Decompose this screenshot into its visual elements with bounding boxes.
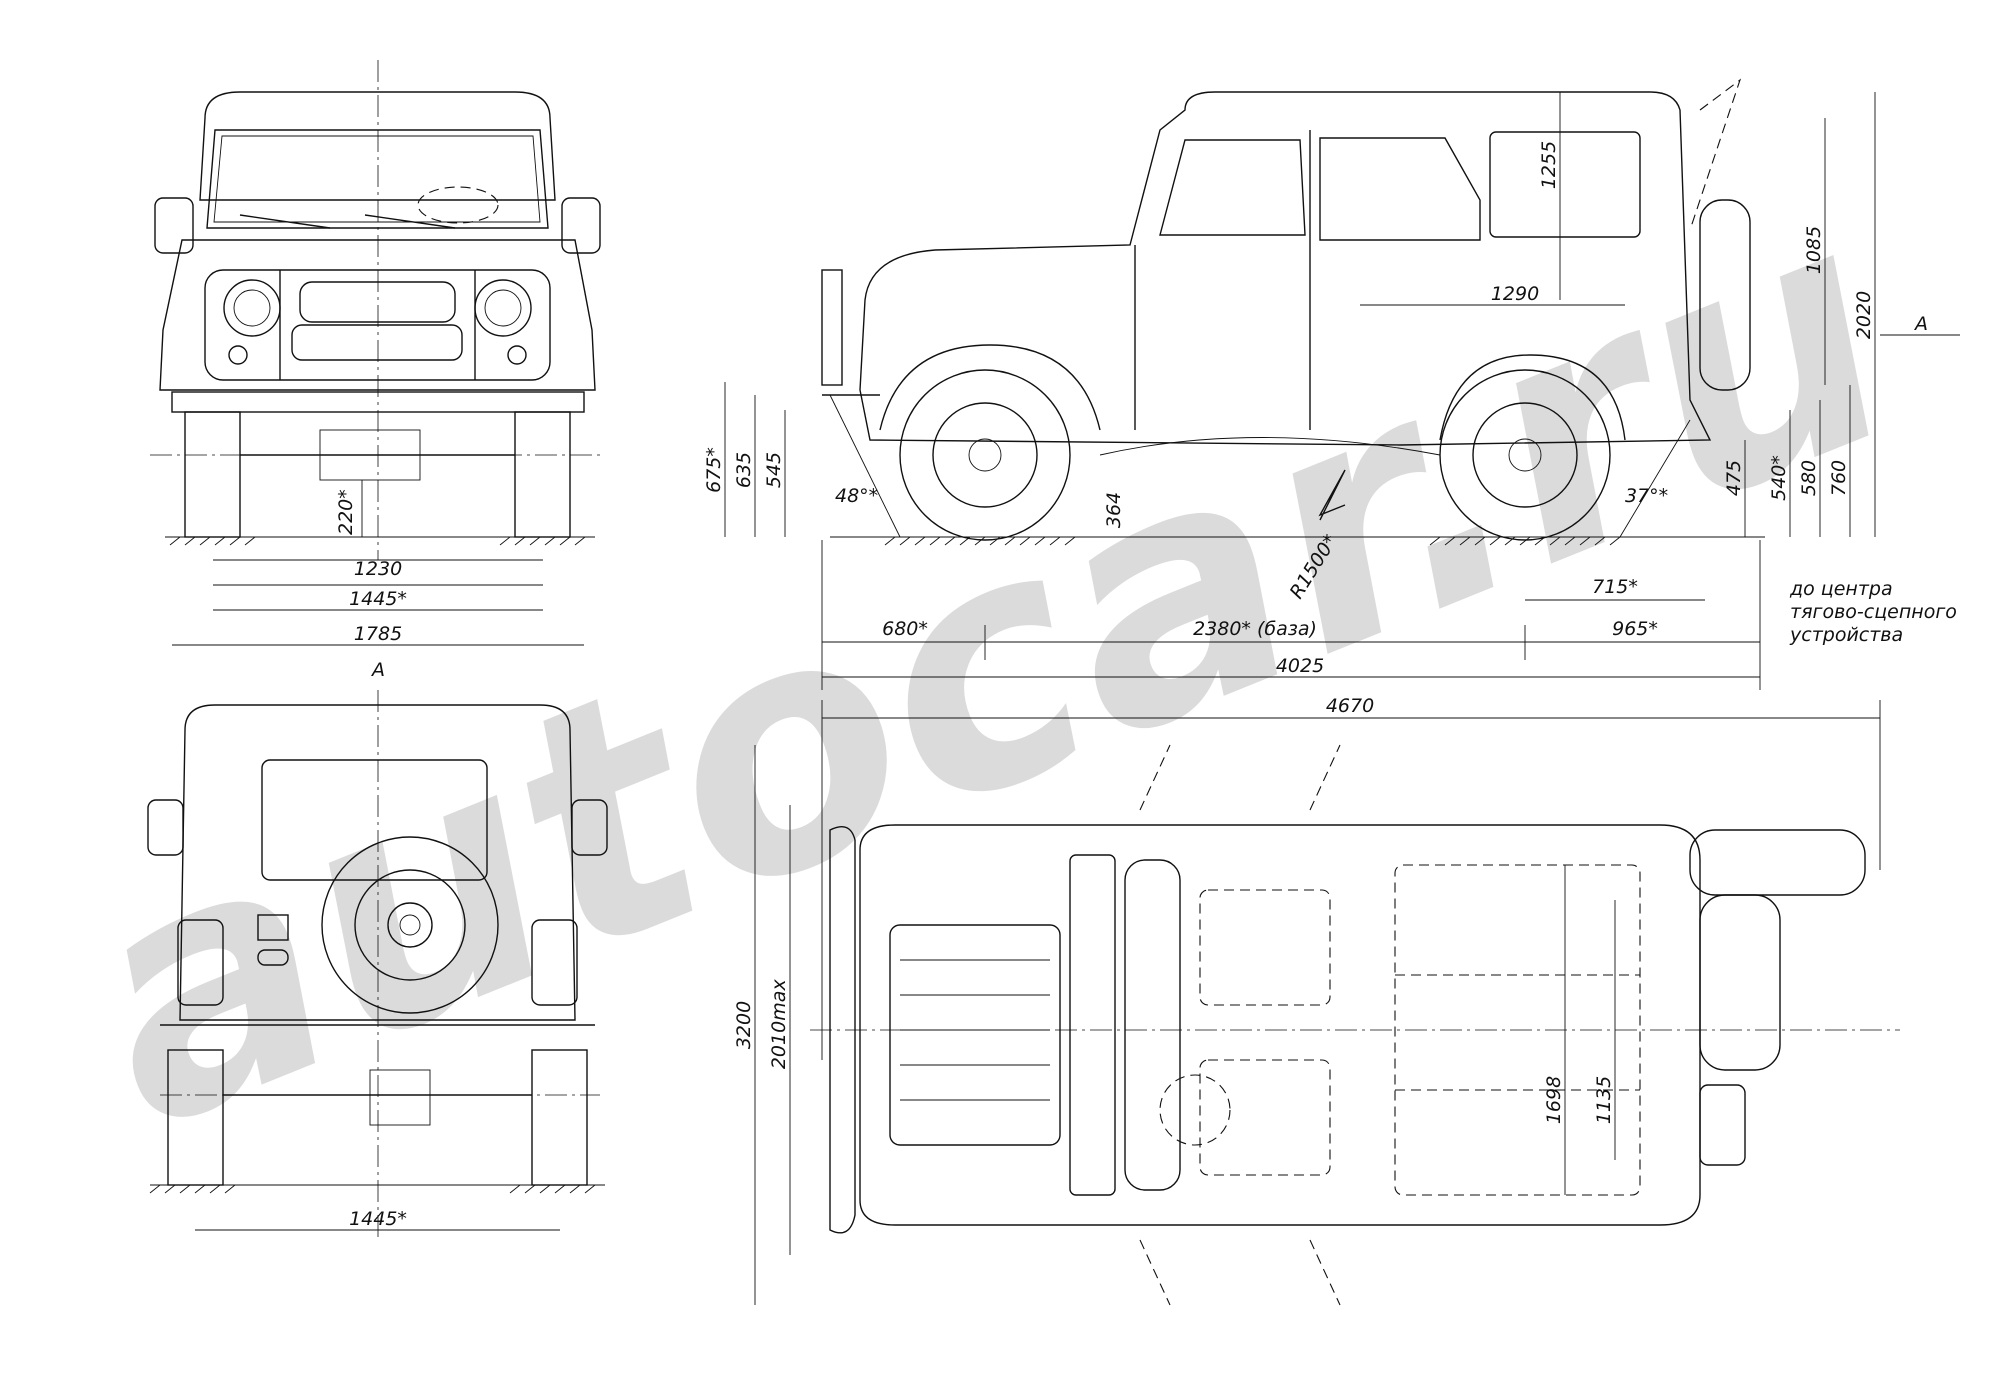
- side-min-clearance-dim: 364: [1103, 492, 1125, 528]
- side-hitch-overhang-dim: 715*: [1592, 576, 1638, 598]
- front-width-dim: 1785: [354, 623, 402, 645]
- side-rear-door-height-dim: 1085: [1803, 226, 1825, 274]
- side-front-height-2-dim: 635: [733, 452, 755, 488]
- side-total-height-dim: 2020: [1853, 291, 1875, 339]
- side-ground-hatch: [884, 536, 1621, 546]
- side-front-wheel: [899, 369, 1071, 541]
- side-roof-height-dim: 1255: [1538, 141, 1560, 189]
- side-section-marker: A: [1913, 313, 1928, 335]
- rear-track-dim: 1445*: [349, 1208, 407, 1230]
- side-front-height-1-dim: 675*: [703, 447, 725, 493]
- side-approach-angle-dim: 48°*: [835, 485, 878, 507]
- top-view: 4670 3200 2010 max 1698 1135: [733, 695, 1900, 1306]
- front-ground-hatch: [169, 536, 586, 546]
- side-cabin-length-dim: 1290: [1491, 283, 1539, 305]
- side-wheelbase-dim: 2380* (база): [1193, 618, 1317, 640]
- watermark-text: autocar.ru: [35, 135, 1940, 1202]
- side-rear-height-3-dim: 580: [1798, 460, 1820, 496]
- top-width-max-dim: 2010: [768, 1021, 790, 1069]
- top-inner-width-dim: 1698: [1543, 1076, 1565, 1124]
- side-rear-height-1-dim: 475: [1723, 460, 1745, 496]
- top-width-doors-dim: 3200: [733, 1001, 755, 1049]
- front-ground-clearance-dim: 220*: [335, 489, 357, 535]
- side-front-overhang-dim: 680*: [882, 618, 928, 640]
- side-departure-angle-dim: 37°*: [1625, 485, 1668, 507]
- side-overall-length-dim: 4025: [1276, 655, 1324, 677]
- hitch-note-line3: устройства: [1789, 624, 1903, 646]
- front-track-dim: 1445*: [349, 588, 407, 610]
- side-view: 675* 635 545 48°* 364 R1500* 37°* 475 54…: [703, 78, 1960, 690]
- top-length-dim: 4670: [1326, 695, 1374, 717]
- side-rear-overhang-dim: 965*: [1612, 618, 1658, 640]
- top-seat-width-dim: 1135: [1593, 1076, 1615, 1124]
- front-view: 220* 1230 1445* 1785 A: [150, 60, 605, 681]
- rear-view: 1445*: [147, 690, 608, 1240]
- watermark: autocar.ru: [35, 135, 1940, 1202]
- hitch-note-line1: до центра: [1789, 578, 1893, 600]
- front-track-inner-dim: 1230: [354, 558, 402, 580]
- hitch-note-line2: тягово-сцепного: [1790, 601, 1957, 623]
- rear-ground-hatch: [149, 1184, 596, 1194]
- side-rear-height-2-dim: 540*: [1768, 455, 1790, 501]
- front-section-marker: A: [370, 659, 385, 681]
- side-rear-height-4-dim: 760: [1828, 460, 1850, 496]
- side-front-height-3-dim: 545: [763, 452, 785, 488]
- top-width-max-suffix: max: [768, 979, 790, 1021]
